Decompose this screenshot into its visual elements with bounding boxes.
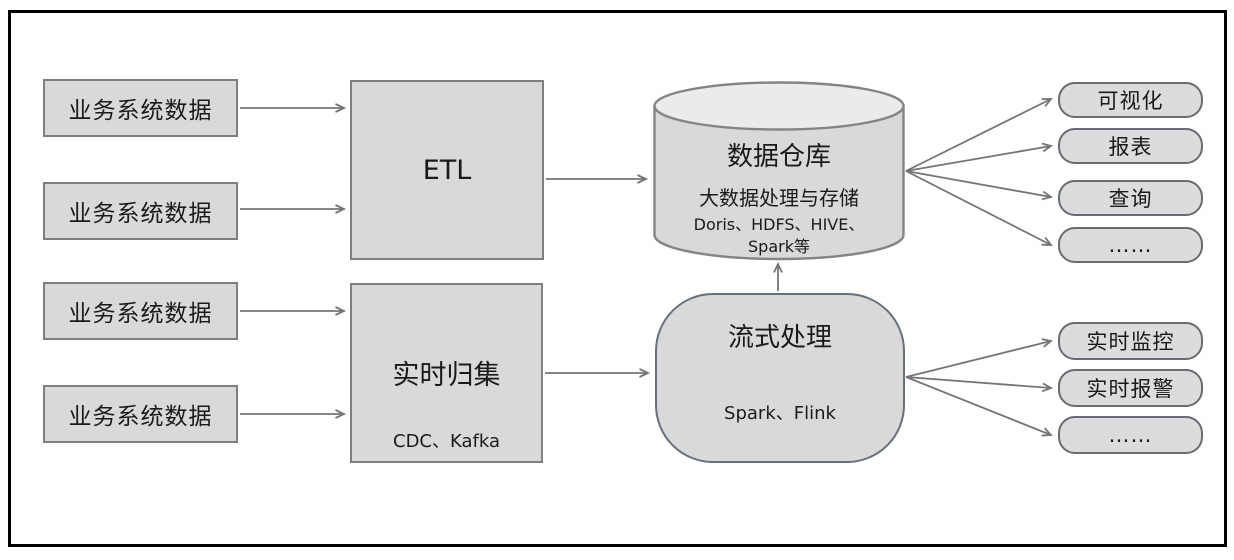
source-box-label: 业务系统数据 <box>68 301 213 327</box>
source-box-label: 业务系统数据 <box>68 98 213 124</box>
pill-warehouse-more: …… <box>1058 227 1203 263</box>
pill-stream-more: …… <box>1058 416 1203 454</box>
warehouse-title: 数据仓库 <box>726 142 831 172</box>
realtime-collect-box: 实时归集 CDC、Kafka <box>350 283 543 463</box>
pill-report: 报表 <box>1058 128 1203 164</box>
warehouse-cylinder: 数据仓库 大数据处理与存储 Doris、HDFS、HIVE、 Spark等 <box>653 81 905 261</box>
pill-label: 实时监控 <box>1086 330 1175 354</box>
source-box-4: 业务系统数据 <box>43 385 238 443</box>
pill-visualization: 可视化 <box>1058 82 1203 118</box>
warehouse-tech-line2: Spark等 <box>748 237 810 256</box>
realtime-collect-subtitle: CDC、Kafka <box>393 431 500 452</box>
cylinder-shape <box>653 81 905 261</box>
etl-box: ETL <box>350 80 544 260</box>
source-box-1: 业务系统数据 <box>43 79 238 137</box>
source-box-3: 业务系统数据 <box>43 282 238 340</box>
warehouse-tech-line1: Doris、HDFS、HIVE、 <box>693 215 865 234</box>
pill-label: …… <box>1108 233 1153 257</box>
pill-label: 实时报警 <box>1086 377 1175 401</box>
pill-label: 可视化 <box>1097 89 1164 113</box>
stream-subtitle: Spark、Flink <box>724 403 836 424</box>
pill-label: …… <box>1108 423 1153 447</box>
source-box-label: 业务系统数据 <box>68 201 213 227</box>
pill-realtime-alert: 实时报警 <box>1058 369 1203 407</box>
realtime-collect-title: 实时归集 <box>392 360 501 391</box>
pill-realtime-monitor: 实时监控 <box>1058 322 1203 360</box>
stream-title: 流式处理 <box>727 323 832 353</box>
pill-query: 查询 <box>1058 180 1203 216</box>
etl-title: ETL <box>422 154 472 186</box>
stream-processing-node: 流式处理 Spark、Flink <box>655 293 905 463</box>
source-box-2: 业务系统数据 <box>43 182 238 240</box>
source-box-label: 业务系统数据 <box>68 404 213 430</box>
pill-label: 报表 <box>1108 135 1153 159</box>
outer-frame <box>8 10 1227 547</box>
warehouse-subtitle: 大数据处理与存储 <box>699 186 859 210</box>
pill-label: 查询 <box>1108 187 1153 211</box>
